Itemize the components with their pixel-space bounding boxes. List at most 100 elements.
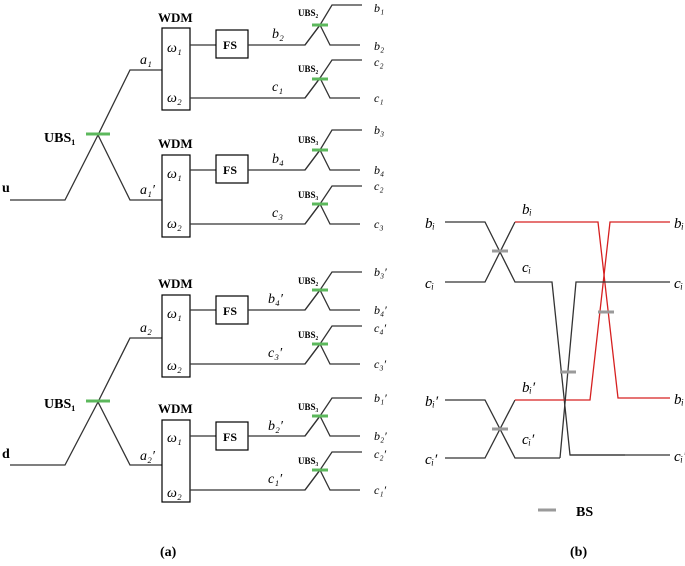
b-out-bi: bᵢ bbox=[674, 216, 684, 232]
b-mid-bpi: bᵢ′ bbox=[522, 380, 536, 396]
path-ci-in bbox=[445, 221, 516, 283]
b-mid-cpi: cᵢ′ bbox=[522, 432, 535, 448]
ubs3-label-t4: UBS₃ bbox=[298, 190, 319, 200]
out-top-1: b₂ bbox=[374, 39, 384, 53]
bs-legend-label: BS bbox=[576, 505, 593, 520]
mode-b4-label: b₄ bbox=[272, 152, 284, 167]
fs-2-box bbox=[215, 154, 249, 184]
ubs-b3-dn bbox=[304, 414, 360, 437]
b-mid-bi: bᵢ bbox=[522, 202, 532, 218]
input-d-label: d bbox=[2, 447, 10, 462]
a2-label: a₂ bbox=[140, 321, 152, 336]
fs-1-label: FS bbox=[223, 38, 237, 52]
wdm-1-box bbox=[161, 27, 191, 111]
fs-2-label: FS bbox=[223, 163, 237, 177]
out-top-0: b₁ bbox=[374, 1, 384, 15]
path-to-ci-out bbox=[559, 281, 670, 459]
panel-a-bottom: d UBS₁ a₂ a₂′ WDM ω₁ ω₂ FS b₄′ c₃′ WDM ω… bbox=[2, 265, 387, 503]
out-top-5: b₄ bbox=[374, 163, 384, 177]
fs-1-box bbox=[215, 29, 249, 59]
out-bot-6: c₂′ bbox=[374, 447, 386, 461]
a2p-label: a₂′ bbox=[140, 449, 156, 464]
ubs-t3-dn bbox=[304, 148, 360, 171]
branch-a1p-wire bbox=[97, 134, 162, 201]
out-top-7: c₃ bbox=[374, 217, 384, 231]
fs-3-label: FS bbox=[223, 304, 237, 318]
out-bot-2: c₄′ bbox=[374, 321, 386, 335]
mode-c1p-label: c₁′ bbox=[268, 472, 283, 487]
b-out-cpi: cᵢ′ bbox=[674, 449, 685, 465]
fs-3-box bbox=[215, 295, 249, 325]
wdm-3-box bbox=[161, 294, 191, 378]
mode-b2-label: b₂ bbox=[272, 27, 284, 42]
ubs-b4-dn bbox=[304, 468, 360, 491]
wdm-2-label: WDM bbox=[158, 136, 193, 151]
branch-a2p-wire bbox=[97, 401, 162, 466]
ubs2-label-t2: UBS₂ bbox=[298, 64, 319, 74]
path-ci-top bbox=[445, 221, 625, 456]
out-bot-7: c₁′ bbox=[374, 483, 386, 497]
wdm-1-omega1: ω₁ bbox=[167, 41, 182, 56]
wdm-4-omega2: ω₂ bbox=[167, 486, 182, 501]
ubs3-label-t3: UBS₃ bbox=[298, 135, 319, 145]
a1-label: a₁ bbox=[140, 53, 152, 68]
b-in-bi: bᵢ bbox=[425, 216, 435, 232]
wdm-3-label: WDM bbox=[158, 276, 193, 291]
b-out-bpi: bᵢ′ bbox=[674, 392, 685, 408]
out-top-3: c₁ bbox=[374, 91, 384, 105]
branch-a2-wire bbox=[97, 337, 162, 403]
b-out-ci: cᵢ bbox=[674, 276, 683, 292]
wdm-2-omega2: ω₂ bbox=[167, 217, 182, 232]
path-bi-red bbox=[515, 221, 670, 399]
out-top-4: b₃ bbox=[374, 123, 384, 137]
mode-b2p-label: b₂′ bbox=[268, 419, 284, 434]
path-cpi bbox=[445, 399, 516, 459]
mode-c1-label: c₁ bbox=[272, 80, 283, 95]
wdm-2-box bbox=[161, 154, 191, 238]
path-bpi-red bbox=[515, 221, 670, 401]
ubs-b2-dn bbox=[304, 342, 360, 365]
wdm-4-box bbox=[161, 419, 191, 503]
ubs-t1-dn bbox=[304, 23, 360, 46]
out-bot-0: b₃′ bbox=[374, 265, 387, 279]
ubs-b1-dn bbox=[304, 288, 360, 311]
ubs2-label-b2: UBS₂ bbox=[298, 330, 319, 340]
out-top-6: c₂ bbox=[374, 179, 384, 193]
fs-4-label: FS bbox=[223, 430, 237, 444]
input-d-wire bbox=[10, 401, 99, 466]
ubs1-bottom-label: UBS₁ bbox=[44, 397, 75, 412]
out-bot-3: c₃′ bbox=[374, 357, 386, 371]
panel-b-caption: (b) bbox=[570, 545, 587, 560]
out-bot-1: b₄′ bbox=[374, 303, 387, 317]
wdm-3-omega2: ω₂ bbox=[167, 359, 182, 374]
out-bot-4: b₁′ bbox=[374, 391, 387, 405]
ubs-t4-dn bbox=[304, 202, 360, 225]
ubs2-label-t1: UBS₂ bbox=[298, 8, 319, 18]
wdm-3-omega1: ω₁ bbox=[167, 307, 182, 322]
wdm-4-omega1: ω₁ bbox=[167, 431, 182, 446]
b-in-bpi: bᵢ′ bbox=[425, 394, 439, 410]
ubs-t2-dn bbox=[304, 76, 360, 99]
input-u-wire bbox=[10, 134, 99, 201]
wdm-4-label: WDM bbox=[158, 401, 193, 416]
mode-b4p-label: b₄′ bbox=[268, 292, 284, 307]
wdm-2-omega1: ω₁ bbox=[167, 167, 182, 182]
b-in-ci: cᵢ bbox=[425, 276, 434, 292]
wdm-1-omega2: ω₂ bbox=[167, 91, 182, 106]
ubs-bottom-group: UBS₂ UBS₂ UBS₃ UBS₃ bbox=[298, 271, 362, 491]
ubs3-label-b3: UBS₃ bbox=[298, 402, 319, 412]
ubs1-top-label: UBS₁ bbox=[44, 131, 75, 146]
panel-a-top: u UBS₁ a₁ a₁′ WDM ω₁ ω₂ FS b₂ c₁ WDM ω₁ … bbox=[2, 1, 384, 238]
mode-c3-label: c₃ bbox=[272, 206, 283, 221]
branch-a1-wire bbox=[97, 69, 162, 136]
ubs2-label-b1: UBS₂ bbox=[298, 276, 319, 286]
panel-b: bᵢ cᵢ bᵢ′ cᵢ′ bᵢ cᵢ bᵢ′ cᵢ′ bᵢ cᵢ bᵢ′ cᵢ… bbox=[425, 202, 685, 520]
a1p-label: a₁′ bbox=[140, 183, 156, 198]
mode-c3p-label: c₃′ bbox=[268, 346, 283, 361]
out-top-2: c₂ bbox=[374, 55, 384, 69]
ubs3-label-b4: UBS₃ bbox=[298, 456, 319, 466]
panel-a-caption: (a) bbox=[160, 545, 177, 560]
ubs-top-group: UBS₂ UBS₂ UBS₃ UBS₃ bbox=[298, 4, 362, 225]
b-mid-ci: cᵢ bbox=[522, 260, 531, 276]
wdm-1-label: WDM bbox=[158, 10, 193, 25]
